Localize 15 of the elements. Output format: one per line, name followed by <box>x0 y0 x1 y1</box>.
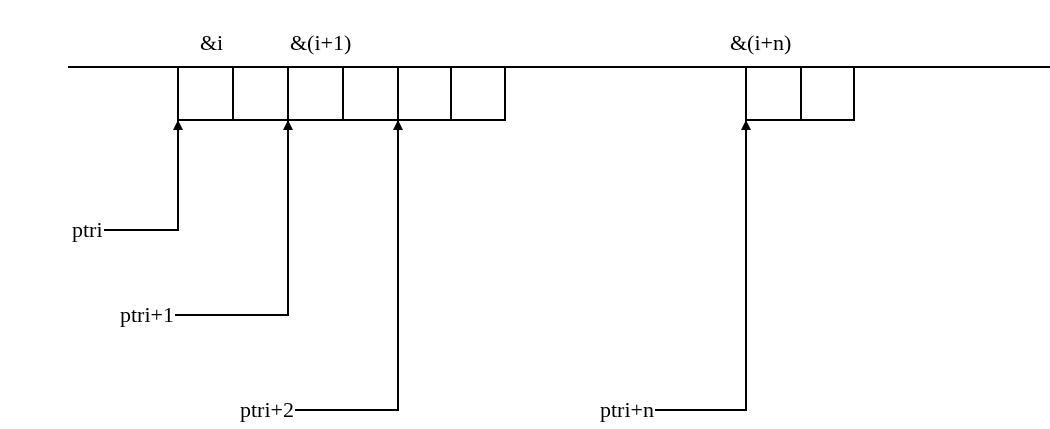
memory-cell <box>800 66 855 121</box>
memory-cell <box>745 66 802 121</box>
address-label: &(i+n) <box>730 30 792 56</box>
address-label: &(i+1) <box>290 30 352 56</box>
pointer-arrow <box>654 120 751 411</box>
pointer-name: ptri+n <box>600 397 654 423</box>
pointer-name: ptri+1 <box>120 302 174 328</box>
pointer-arrow <box>294 120 403 411</box>
address-label: &i <box>200 30 224 56</box>
pointer-name: ptri+2 <box>240 397 294 423</box>
memory-cell <box>177 66 234 121</box>
memory-cell <box>450 66 506 121</box>
pointer-arrow <box>103 120 183 231</box>
pointer-name: ptri <box>72 217 103 243</box>
pointer-arrow <box>174 120 293 316</box>
